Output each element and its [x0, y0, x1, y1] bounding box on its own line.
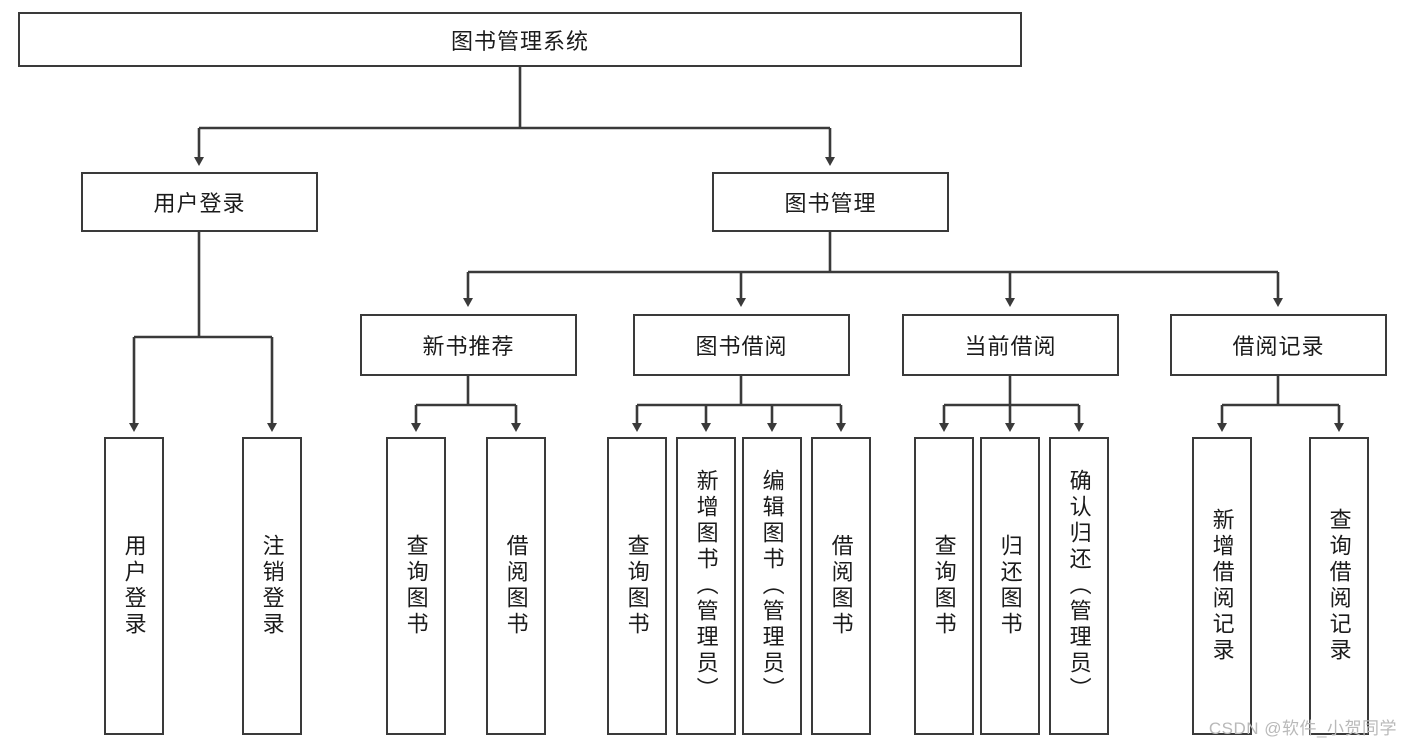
leaf-recommend-borrow-book[interactable]: 借阅图书 [486, 437, 546, 735]
node-label: 图书管理 [784, 191, 877, 216]
leaf-borrow-add-book-admin[interactable]: 新增图书（管理员） [676, 437, 736, 735]
leaf-user-login[interactable]: 用户登录 [104, 437, 164, 735]
node-label: 新增图书（管理员） [693, 469, 719, 703]
node-new-book-recommend[interactable]: 新书推荐 [360, 314, 577, 376]
watermark-text: CSDN @软件_小贺同学 [1208, 719, 1397, 738]
leaf-borrow-borrow-book[interactable]: 借阅图书 [811, 437, 871, 735]
node-label: 图书借阅 [695, 334, 788, 359]
node-label: 新增借阅记录 [1209, 508, 1235, 664]
leaf-borrow-edit-book-admin[interactable]: 编辑图书（管理员） [742, 437, 802, 735]
leaf-current-return-book[interactable]: 归还图书 [980, 437, 1040, 735]
leaf-current-confirm-return-admin[interactable]: 确认归还（管理员） [1049, 437, 1109, 735]
node-label: 用户登录 [121, 534, 147, 638]
node-label: 借阅图书 [828, 534, 854, 638]
node-label: 当前借阅 [964, 334, 1057, 359]
node-label: 编辑图书（管理员） [759, 469, 785, 703]
leaf-user-logout[interactable]: 注销登录 [242, 437, 302, 735]
node-current-borrow[interactable]: 当前借阅 [902, 314, 1119, 376]
node-label: 查询借阅记录 [1326, 508, 1352, 664]
node-label: 查询图书 [931, 534, 957, 638]
node-label: 注销登录 [259, 534, 285, 638]
node-label: 确认归还（管理员） [1066, 469, 1092, 703]
node-borrow-record[interactable]: 借阅记录 [1170, 314, 1387, 376]
leaf-record-add-borrow-record[interactable]: 新增借阅记录 [1192, 437, 1252, 735]
node-user-login[interactable]: 用户登录 [81, 172, 318, 232]
node-label: 图书管理系统 [450, 28, 589, 54]
node-label: 借阅图书 [503, 534, 529, 638]
node-root-system[interactable]: 图书管理系统 [18, 12, 1022, 67]
node-label: 新书推荐 [422, 334, 515, 359]
leaf-current-query-book[interactable]: 查询图书 [914, 437, 974, 735]
node-label: 归还图书 [997, 534, 1023, 638]
leaf-recommend-query-book[interactable]: 查询图书 [386, 437, 446, 735]
node-label: 查询图书 [624, 534, 650, 638]
node-label: 用户登录 [153, 191, 246, 216]
node-label: 借阅记录 [1232, 334, 1325, 359]
node-label: 查询图书 [403, 534, 429, 638]
leaf-record-query-borrow-record[interactable]: 查询借阅记录 [1309, 437, 1369, 735]
node-book-management[interactable]: 图书管理 [712, 172, 949, 232]
leaf-borrow-query-book[interactable]: 查询图书 [607, 437, 667, 735]
node-book-borrow[interactable]: 图书借阅 [633, 314, 850, 376]
